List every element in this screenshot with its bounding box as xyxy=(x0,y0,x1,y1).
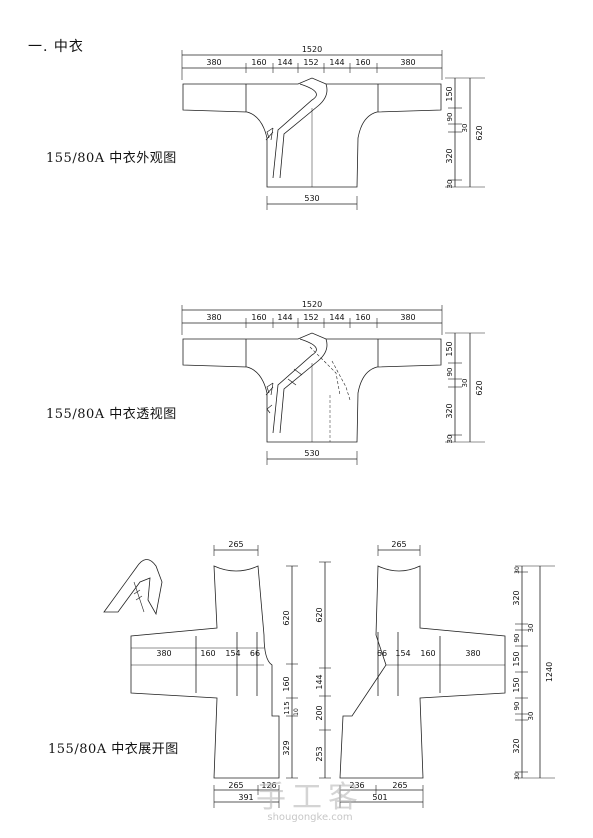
dim-v: 30 xyxy=(527,624,535,633)
dim-v: 253 xyxy=(315,746,324,761)
dim-sleeve: 154 xyxy=(395,649,410,658)
dim-bottom: 265 xyxy=(228,781,243,790)
see-through-view-label: 155/80A 中衣透视图 xyxy=(46,407,177,422)
section-heading: 一. 中衣 xyxy=(28,39,84,55)
dim-seg: 160 xyxy=(355,58,370,67)
dim-seg: 144 xyxy=(277,58,292,67)
dim-sleeve: 160 xyxy=(200,649,215,658)
right-panel xyxy=(339,565,506,779)
dim-v: 620 xyxy=(475,125,484,140)
dim-v: 150 xyxy=(512,651,521,666)
dim-neck-left: 265 xyxy=(228,540,243,549)
dim-v: 90 xyxy=(446,113,454,122)
dim-bottom: 126 xyxy=(261,781,276,790)
left-panel xyxy=(130,565,280,779)
dim-hem: 530 xyxy=(304,194,319,203)
dim-v: 90 xyxy=(513,702,521,711)
dim-sleeve: 380 xyxy=(156,649,171,658)
dim-seg: 144 xyxy=(329,58,344,67)
dim-v: 620 xyxy=(315,607,324,622)
dim-v: 160 xyxy=(282,676,291,691)
garment-outline xyxy=(182,332,442,443)
dim-v: 10 xyxy=(293,708,300,716)
dim-v: 30 xyxy=(514,772,521,780)
flat-pattern-label: 155/80A 中衣展开图 xyxy=(48,742,179,757)
dim-v: 1240 xyxy=(545,662,554,682)
dim-seg: 380 xyxy=(400,313,415,322)
dim-v: 200 xyxy=(315,705,324,720)
dim-v: 150 xyxy=(445,341,454,356)
dim-v: 150 xyxy=(512,677,521,692)
dim-seg: 152 xyxy=(303,58,318,67)
dim-v: 144 xyxy=(315,674,324,689)
dim-sleeve: 380 xyxy=(465,649,480,658)
dim-hem: 530 xyxy=(304,449,319,458)
dim-v: 30 xyxy=(446,180,454,189)
dim-bottom: 391 xyxy=(238,793,253,802)
dim-seg: 152 xyxy=(303,313,318,322)
dim-seg: 160 xyxy=(355,313,370,322)
collar xyxy=(272,83,328,179)
dim-v: 620 xyxy=(282,610,291,625)
dim-seg: 160 xyxy=(251,313,266,322)
watermark-text: 手工客 xyxy=(256,780,364,815)
exterior-view-label: 155/80A 中衣外观图 xyxy=(46,151,177,166)
dim-sleeve: 154 xyxy=(225,649,240,658)
exterior-view-figure: 1520 380 160 144 152 144 160 380 530 150… xyxy=(181,45,485,210)
dim-v: 320 xyxy=(445,403,454,418)
dim-total-width: 1520 xyxy=(302,45,322,54)
dim-v: 620 xyxy=(475,380,484,395)
see-through-view-figure: 1520 380 160 144 152 144 160 380 530 150… xyxy=(181,300,485,465)
dim-v: 115 xyxy=(283,701,291,714)
watermark-url: shougongke.com xyxy=(267,812,353,823)
dim-bottom: 236 xyxy=(349,781,364,790)
dim-v: 90 xyxy=(513,634,521,643)
dim-v: 320 xyxy=(512,590,521,605)
dim-sleeve: 66 xyxy=(250,649,260,658)
dim-neck-right: 265 xyxy=(391,540,406,549)
dim-bottom: 501 xyxy=(372,793,387,802)
dim-v: 30 xyxy=(527,712,535,721)
dim-sleeve: 160 xyxy=(420,649,435,658)
dim-sleeve: 66 xyxy=(377,649,387,658)
dim-v: 320 xyxy=(445,148,454,163)
watermark: 手工客 shougongke.com xyxy=(230,772,390,823)
dim-v: 30 xyxy=(446,435,454,444)
dim-v: 30 xyxy=(461,379,469,388)
garment-outline xyxy=(182,77,442,188)
dim-seg: 380 xyxy=(206,58,221,67)
dim-bottom: 265 xyxy=(392,781,407,790)
dim-v: 329 xyxy=(282,740,291,755)
dim-seg: 144 xyxy=(277,313,292,322)
dim-v: 30 xyxy=(514,566,521,574)
dim-seg: 380 xyxy=(400,58,415,67)
flat-pattern-figure: 265 265 380 160 154 66 66 154 160 380 xyxy=(103,540,555,808)
dim-v: 30 xyxy=(461,124,469,133)
dim-total-width: 1520 xyxy=(302,300,322,309)
dim-seg: 380 xyxy=(206,313,221,322)
collar xyxy=(272,338,328,434)
dim-v: 90 xyxy=(446,368,454,377)
dim-seg: 144 xyxy=(329,313,344,322)
dim-v: 150 xyxy=(445,86,454,101)
dim-seg: 160 xyxy=(251,58,266,67)
collar-piece xyxy=(103,559,163,616)
dim-v: 320 xyxy=(512,738,521,753)
